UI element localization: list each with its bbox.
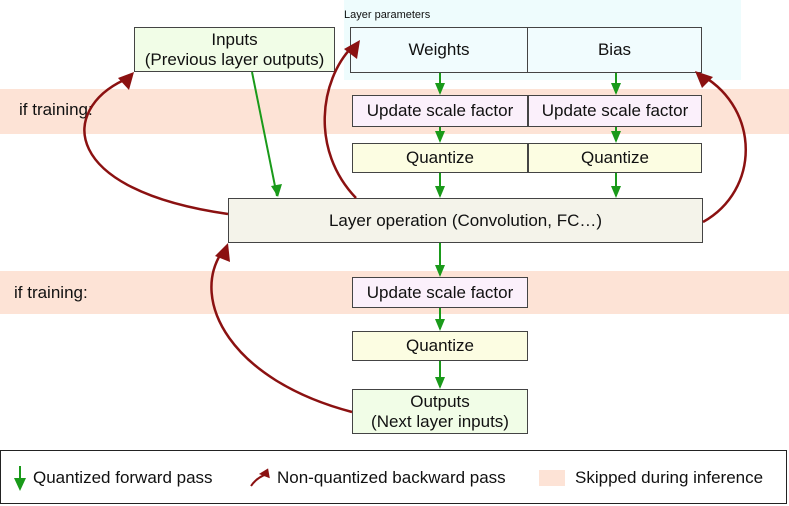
inputs-title: Inputs [211,29,258,49]
if-training-label-top: if training: [19,100,93,119]
forward-arrowhead [271,184,282,197]
legend-backward: Non-quantized backward pass [245,451,506,505]
bias-box: Bias [527,27,702,73]
legend-backward-label: Non-quantized backward pass [277,468,506,487]
legend-skipped: Skipped during inference [539,451,763,505]
if-training-label-bottom: if training: [14,283,88,302]
legend-skipped-label: Skipped during inference [575,468,764,487]
forward-arrowhead [435,131,445,143]
legend-forward: Quantized forward pass [11,451,213,505]
forward-arrow-icon [14,466,26,491]
arrows-layer [83,40,747,414]
forward-arrowhead [611,186,621,198]
outputs-box: Outputs (Next layer inputs) [352,389,528,434]
layer-operation-box: Layer operation (Convolution, FC…) [228,198,703,243]
backward-arrow-layer-to-inputs [83,78,229,216]
outputs-subtitle: (Next layer inputs) [371,411,509,431]
weights-box: Weights [350,27,528,73]
forward-arrow-inputs-to-layer [251,71,278,197]
weights-update-scale-factor-box: Update scale factor [352,95,528,127]
outputs-title: Outputs [410,391,470,411]
forward-arrowhead [435,377,445,389]
inputs-subtitle: (Previous layer outputs) [144,49,325,69]
forward-arrowhead [611,131,621,143]
output-quantize-box: Quantize [352,331,528,361]
backward-arrow-layer-to-weights [323,46,357,199]
forward-arrowhead [611,83,621,95]
backward-arrow-layer-to-bias [702,74,747,224]
backward-arrowhead [344,40,360,59]
backward-arrow-outputs-to-layer [210,251,353,414]
forward-arrowhead [435,186,445,198]
legend-forward-label: Quantized forward pass [33,468,213,487]
layer-parameters-title: Layer parameters [344,9,431,21]
backward-arrowhead [118,72,134,90]
bias-quantize-box: Quantize [528,143,702,173]
bias-update-scale-factor-box: Update scale factor [528,95,702,127]
backward-arrowhead [215,243,230,262]
backward-arrowhead [695,71,713,88]
backward-arrow-icon [250,468,270,487]
output-update-scale-factor-box: Update scale factor [352,277,528,308]
inputs-box: Inputs (Previous layer outputs) [134,27,335,72]
skipped-swatch [539,470,565,486]
weights-quantize-box: Quantize [352,143,528,173]
forward-arrowhead [435,319,445,331]
forward-arrowhead [435,83,445,95]
legend: Quantized forward pass Non-quantized bac… [0,450,787,504]
forward-arrowhead [435,265,445,277]
